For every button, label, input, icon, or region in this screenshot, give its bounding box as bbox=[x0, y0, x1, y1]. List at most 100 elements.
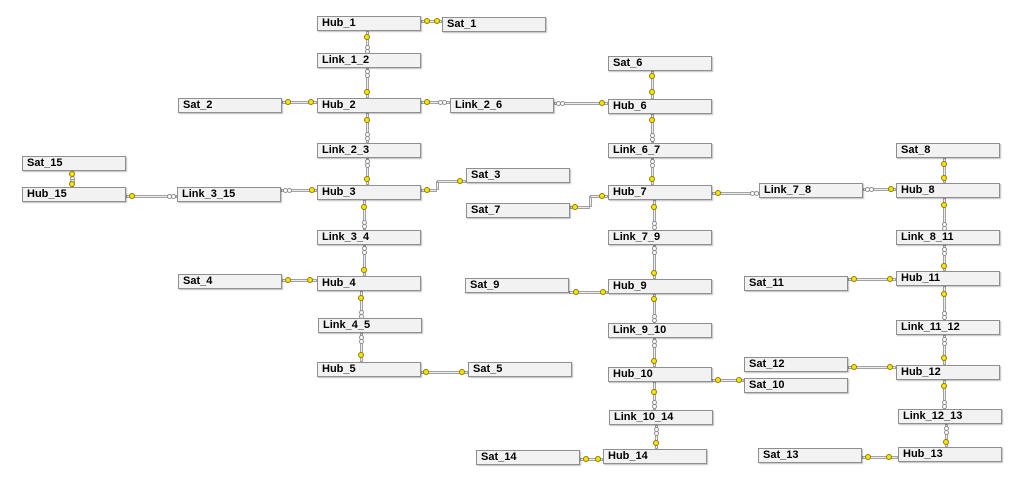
wire-Link_4_5-Hub_5[interactable] bbox=[360, 333, 363, 362]
node-Link_7_9[interactable]: Link_7_9 bbox=[608, 230, 712, 245]
node-Link_11_12[interactable]: Link_11_12 bbox=[896, 320, 1000, 335]
wire-Sat_7-Hub_7[interactable] bbox=[570, 206, 590, 209]
wire-Sat_9-Hub_9[interactable] bbox=[569, 291, 608, 294]
node-Sat_10[interactable]: Sat_10 bbox=[744, 378, 848, 393]
node-Hub_10[interactable]: Hub_10 bbox=[608, 367, 712, 382]
node-label: Sat_14 bbox=[481, 451, 517, 463]
port-connector-icon bbox=[941, 161, 947, 167]
node-Sat_12[interactable]: Sat_12 bbox=[744, 357, 848, 372]
port-connector-icon bbox=[851, 276, 857, 282]
node-Sat_4[interactable]: Sat_4 bbox=[178, 274, 282, 289]
node-label: Sat_7 bbox=[471, 204, 501, 216]
port-connector-icon bbox=[361, 204, 367, 210]
node-Link_9_10[interactable]: Link_9_10 bbox=[608, 323, 712, 338]
wire-Hub_2-Link_2_3[interactable] bbox=[366, 113, 369, 143]
node-Link_12_13[interactable]: Link_12_13 bbox=[898, 409, 1002, 424]
node-Sat_3[interactable]: Sat_3 bbox=[466, 168, 570, 183]
wire-Sat_14-Hub_14[interactable] bbox=[580, 458, 603, 461]
port-connector-icon bbox=[865, 454, 871, 460]
node-Hub_13[interactable]: Hub_13 bbox=[898, 447, 1002, 462]
wire-Sat_11-Hub_11[interactable] bbox=[848, 278, 896, 281]
wire-Sat_2-Hub_2[interactable] bbox=[282, 101, 317, 104]
port-connector-icon bbox=[423, 369, 429, 375]
wire-Hub_5-Sat_5[interactable] bbox=[421, 371, 468, 374]
wire-Sat_13-Hub_13[interactable] bbox=[862, 456, 898, 459]
node-label: Link_4_5 bbox=[323, 319, 371, 331]
node-Sat_6[interactable]: Sat_6 bbox=[608, 56, 712, 71]
stub-connector-icon bbox=[560, 101, 565, 106]
node-Hub_2[interactable]: Hub_2 bbox=[317, 98, 421, 113]
node-Hub_3[interactable]: Hub_3 bbox=[317, 185, 421, 200]
port-connector-icon bbox=[715, 190, 721, 196]
node-Sat_14[interactable]: Sat_14 bbox=[476, 450, 580, 465]
wire-Link_2_6-Hub_6[interactable] bbox=[554, 102, 608, 105]
wire-Hub_10-Link_10_14[interactable] bbox=[653, 382, 656, 410]
node-label: Sat_6 bbox=[613, 57, 643, 69]
node-Sat_5[interactable]: Sat_5 bbox=[468, 362, 572, 377]
wire-Hub_6-Link_6_7[interactable] bbox=[651, 114, 654, 143]
node-Link_3_15[interactable]: Link_3_15 bbox=[177, 187, 281, 202]
wire-Link_10_14-Hub_14[interactable] bbox=[655, 425, 658, 449]
wire-Link_7_9-Hub_9[interactable] bbox=[653, 245, 656, 279]
node-label: Sat_11 bbox=[749, 277, 784, 289]
node-Sat_2[interactable]: Sat_2 bbox=[178, 98, 282, 113]
wire-Link_11_12-Hub_12[interactable] bbox=[943, 335, 946, 365]
node-Sat_13[interactable]: Sat_13 bbox=[758, 448, 862, 463]
wire-Sat_12-Hub_12[interactable] bbox=[848, 366, 896, 369]
node-Sat_1[interactable]: Sat_1 bbox=[442, 17, 546, 32]
port-connector-icon bbox=[649, 176, 655, 182]
node-Link_4_5[interactable]: Link_4_5 bbox=[318, 318, 422, 333]
wire-Link_2_3-Hub_3[interactable] bbox=[366, 158, 369, 185]
wire-Hub_10-Sat_10[interactable] bbox=[712, 379, 744, 382]
node-Link_2_6[interactable]: Link_2_6 bbox=[450, 98, 554, 113]
wire-Hub_15-Link_3_15[interactable] bbox=[126, 195, 177, 198]
node-Hub_14[interactable]: Hub_14 bbox=[603, 449, 707, 464]
node-Hub_8[interactable]: Hub_8 bbox=[896, 183, 1000, 198]
wire-Link_12_13-Hub_13[interactable] bbox=[945, 424, 948, 447]
wire-Link_6_7-Hub_7[interactable] bbox=[651, 158, 654, 185]
node-Link_8_11[interactable]: Link_8_11 bbox=[896, 230, 1000, 245]
wire-Sat_8-Hub_8[interactable] bbox=[943, 158, 946, 183]
wire-Sat_6-Hub_6[interactable] bbox=[651, 71, 654, 99]
wire-Hub_3-Link_3_4[interactable] bbox=[363, 200, 366, 230]
node-Link_1_2[interactable]: Link_1_2 bbox=[317, 53, 421, 68]
node-Link_2_3[interactable]: Link_2_3 bbox=[317, 143, 421, 158]
stub-connector-icon bbox=[944, 430, 949, 435]
node-Hub_5[interactable]: Hub_5 bbox=[317, 362, 421, 377]
wire-Link_7_8-Hub_8[interactable] bbox=[863, 188, 896, 191]
stub-connector-icon bbox=[942, 251, 947, 256]
wire-Link_1_2-Hub_2[interactable] bbox=[366, 68, 369, 98]
wire-Sat_4-Hub_4[interactable] bbox=[282, 279, 317, 282]
node-Sat_7[interactable]: Sat_7 bbox=[466, 203, 570, 218]
node-Hub_6[interactable]: Hub_6 bbox=[608, 99, 712, 114]
port-connector-icon bbox=[943, 439, 949, 445]
node-Hub_15[interactable]: Hub_15 bbox=[22, 187, 126, 202]
port-connector-icon bbox=[887, 276, 893, 282]
node-Sat_9[interactable]: Sat_9 bbox=[465, 278, 569, 293]
wire-Link_9_10-Hub_10[interactable] bbox=[653, 338, 656, 367]
node-Sat_8[interactable]: Sat_8 bbox=[896, 143, 1000, 158]
node-label: Link_10_14 bbox=[614, 411, 674, 423]
node-Hub_4[interactable]: Hub_4 bbox=[317, 276, 421, 291]
node-Link_3_4[interactable]: Link_3_4 bbox=[317, 230, 421, 245]
port-connector-icon bbox=[361, 267, 367, 273]
wire-Link_3_4-Hub_4[interactable] bbox=[363, 245, 366, 276]
node-Link_7_8[interactable]: Link_7_8 bbox=[759, 183, 863, 198]
wire-Hub_3-Sat_3[interactable] bbox=[437, 180, 466, 183]
node-Link_6_7[interactable]: Link_6_7 bbox=[608, 143, 712, 158]
wire-Hub_1-Sat_1[interactable] bbox=[421, 20, 442, 23]
node-label: Sat_2 bbox=[183, 99, 213, 111]
node-label: Link_2_3 bbox=[322, 144, 370, 156]
node-Link_10_14[interactable]: Link_10_14 bbox=[609, 410, 713, 425]
node-Sat_15[interactable]: Sat_15 bbox=[22, 156, 126, 171]
node-Hub_1[interactable]: Hub_1 bbox=[317, 16, 421, 31]
wire-Link_3_15-Hub_3[interactable] bbox=[281, 189, 317, 192]
node-Hub_7[interactable]: Hub_7 bbox=[608, 185, 712, 200]
node-Sat_11[interactable]: Sat_11 bbox=[744, 276, 848, 291]
node-Hub_9[interactable]: Hub_9 bbox=[608, 279, 712, 294]
wire-Link_8_11-Hub_11[interactable] bbox=[943, 245, 946, 271]
port-connector-icon bbox=[886, 454, 892, 460]
node-Hub_11[interactable]: Hub_11 bbox=[896, 271, 1000, 286]
node-Hub_12[interactable]: Hub_12 bbox=[896, 365, 1000, 380]
wire-Hub_2-Link_2_6[interactable] bbox=[421, 101, 450, 104]
